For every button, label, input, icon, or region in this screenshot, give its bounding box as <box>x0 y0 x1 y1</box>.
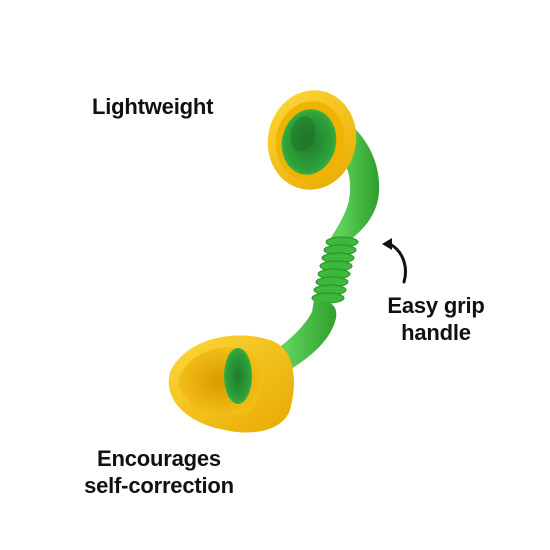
easy-grip-line-2: handle <box>401 320 471 345</box>
easy-grip-line-1: Easy grip <box>387 293 485 318</box>
curved-arrow-icon <box>382 238 407 284</box>
easy-grip-label: Easy grip handle <box>372 292 500 346</box>
self-correction-line-1: Encourages <box>97 446 221 471</box>
grip-ribs <box>311 236 359 304</box>
upper-arm <box>305 105 380 245</box>
self-correction-label: Encourages self-correction <box>70 445 248 499</box>
self-correction-line-2: self-correction <box>84 473 234 498</box>
lightweight-label: Lightweight <box>92 93 213 120</box>
bottom-cup <box>168 335 294 433</box>
top-cup <box>267 90 357 190</box>
lightweight-text: Lightweight <box>92 94 214 119</box>
